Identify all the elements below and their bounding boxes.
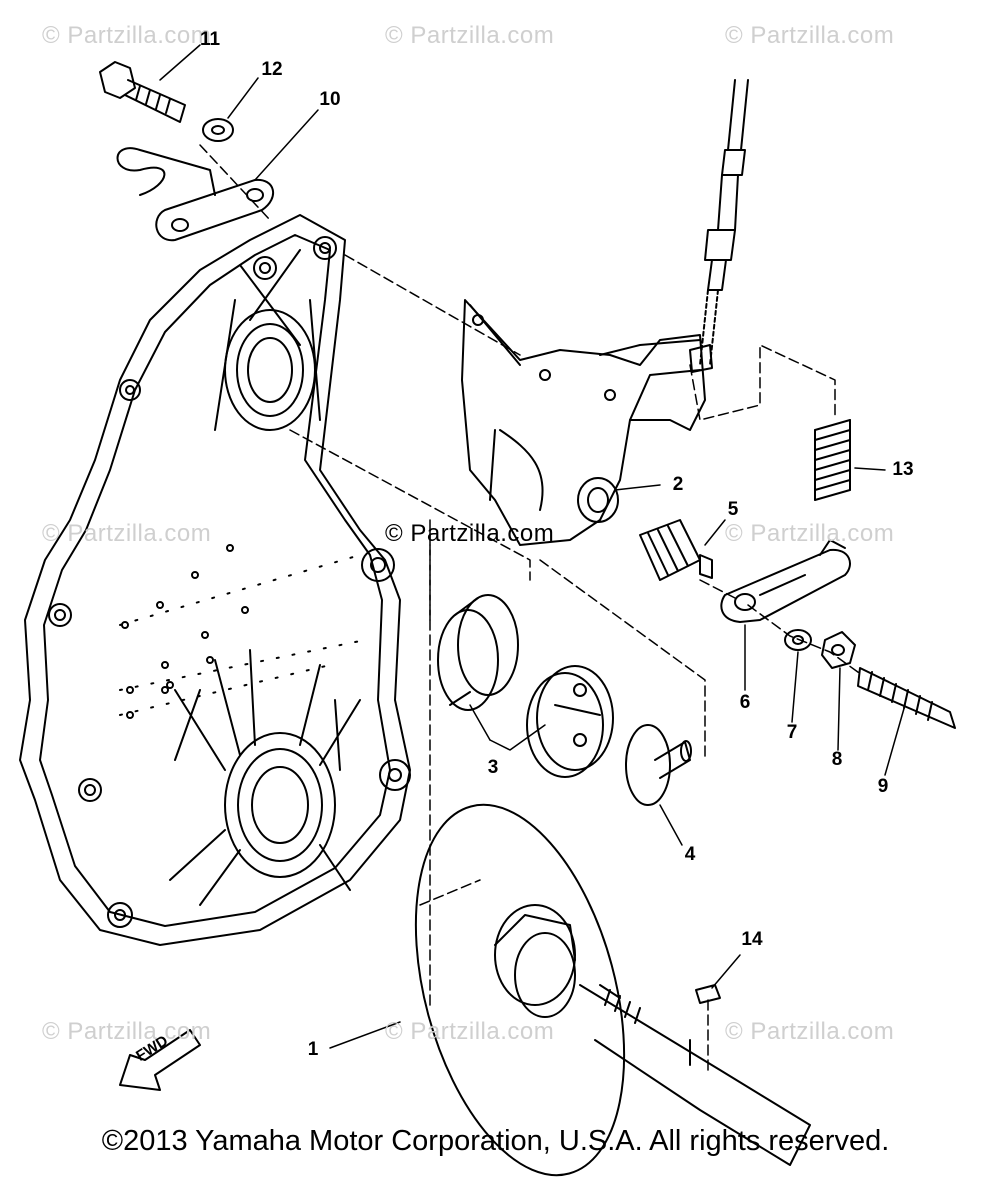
watermark-mid-right: © Partzilla.com	[725, 520, 895, 547]
sheave-1	[379, 782, 810, 1198]
callout-7: 7	[786, 722, 798, 743]
nut-8	[822, 632, 855, 668]
watermark-bottom-right: © Partzilla.com	[725, 1018, 895, 1045]
spring-13	[815, 420, 850, 500]
weight-3	[438, 595, 613, 777]
key-14	[696, 985, 720, 1003]
watermark-bottom-middle: © Partzilla.com	[385, 1018, 555, 1045]
callout-4: 4	[684, 844, 696, 865]
cap-4	[626, 725, 691, 805]
callout-13: 13	[892, 459, 914, 480]
callout-8: 8	[831, 749, 843, 770]
worm-gear-5	[640, 520, 712, 580]
callout-9: 9	[877, 776, 889, 797]
watermark-bottom-left: © Partzilla.com	[42, 1018, 212, 1045]
lever-6	[721, 540, 850, 622]
fwd-arrow	[120, 1030, 200, 1090]
screw-9	[858, 668, 955, 728]
callout-10: 10	[319, 89, 341, 110]
watermark-center: © Partzilla.com	[385, 520, 555, 547]
callout-6: 6	[739, 692, 751, 713]
watermark-top-middle: © Partzilla.com	[385, 22, 555, 49]
housing-2	[462, 300, 705, 545]
washer-7	[785, 630, 811, 650]
callout-2: 2	[672, 474, 684, 495]
callout-14: 14	[741, 929, 763, 950]
leader-lines	[160, 45, 905, 1048]
watermark-mid-left: © Partzilla.com	[42, 520, 212, 547]
watermark-top-left: © Partzilla.com	[42, 22, 212, 49]
assembly-lines	[200, 145, 862, 1075]
throttle-cable	[690, 80, 748, 372]
callout-12: 12	[261, 59, 283, 80]
callout-5: 5	[727, 499, 739, 520]
spring-clip	[118, 148, 216, 195]
callout-11: 11	[199, 29, 221, 50]
washer-12	[203, 119, 233, 141]
bolt-11	[100, 62, 185, 122]
watermark-top-right: © Partzilla.com	[725, 22, 895, 49]
copyright-notice: ©2013 Yamaha Motor Corporation, U.S.A. A…	[101, 1125, 890, 1157]
callout-1: 1	[307, 1039, 319, 1060]
callout-3: 3	[487, 757, 499, 778]
chain-case-housing	[20, 215, 410, 945]
